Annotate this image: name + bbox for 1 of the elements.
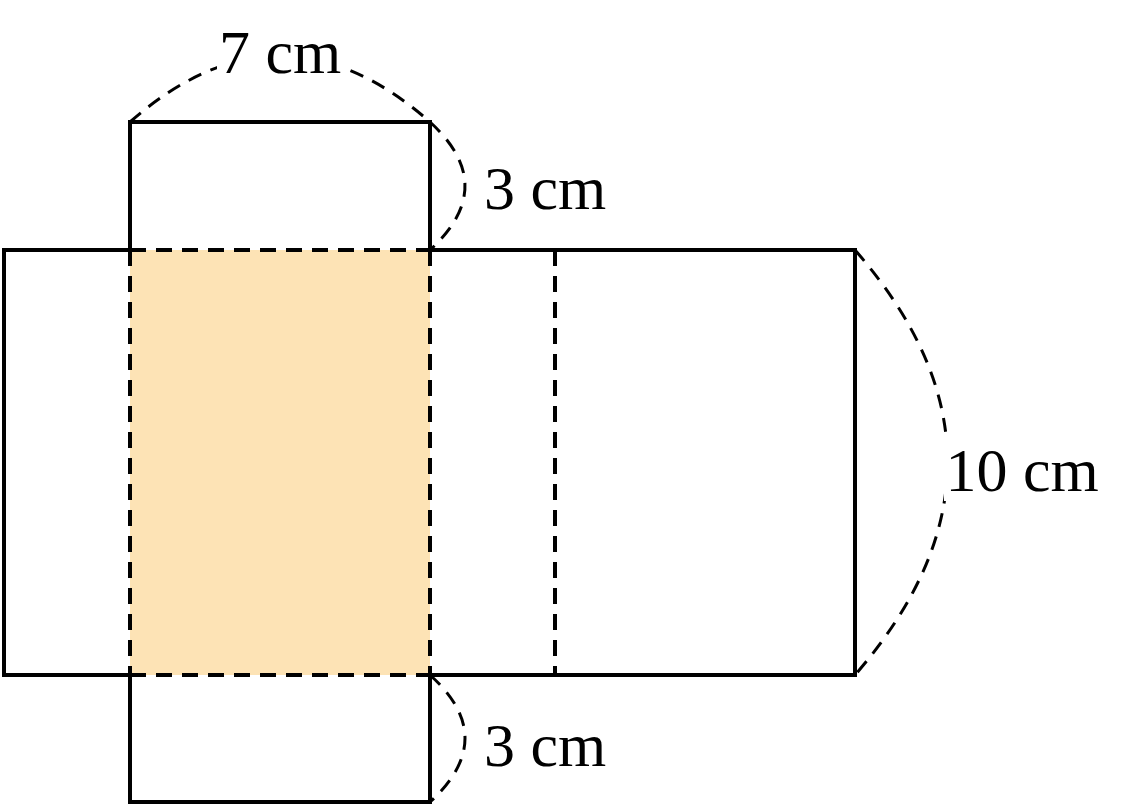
dimension-label: 10 cm [943, 439, 1101, 501]
